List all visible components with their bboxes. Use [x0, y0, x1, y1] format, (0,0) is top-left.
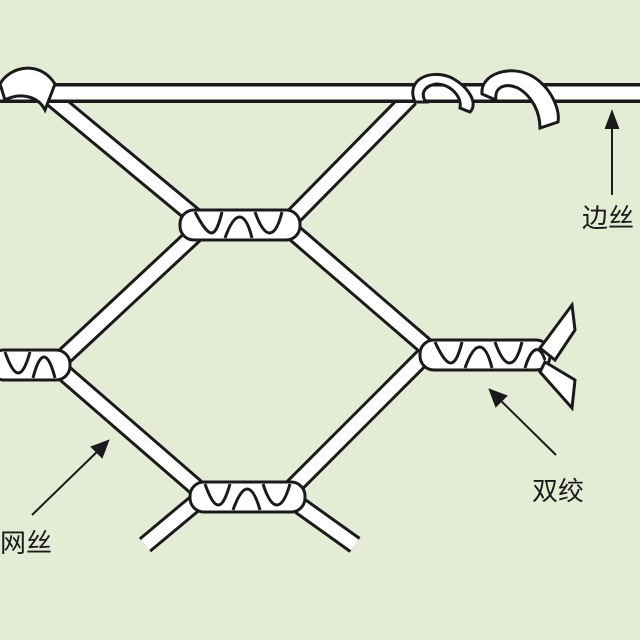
selvedge-wire: [0, 83, 640, 103]
label-selvedge-wire: 边丝: [582, 204, 634, 234]
upper-double-twist: [178, 208, 302, 242]
mesh-wires: [23, 72, 437, 553]
top-wrap-2: [480, 69, 560, 131]
top-wrap-1: [411, 72, 475, 114]
selvedge-arrow: [604, 109, 620, 195]
mesh-wire-arrow: [31, 439, 110, 516]
lower-double-twist: [188, 480, 307, 514]
label-mesh-wire: 网丝: [0, 529, 52, 559]
top-left-wrap: [0, 66, 57, 114]
right-double-twist: [418, 301, 577, 412]
double-twist-arrow: [488, 388, 557, 456]
label-double-twist: 双绞: [532, 477, 584, 507]
left-double-twist: [0, 348, 72, 382]
